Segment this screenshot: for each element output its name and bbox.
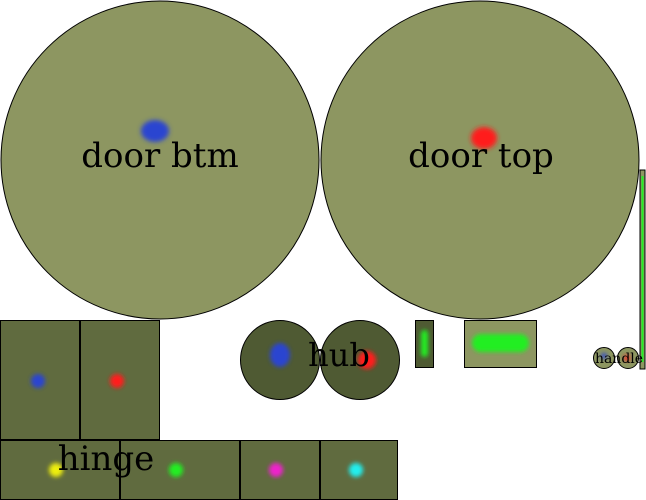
- hinge-lower-tile-3: [240, 440, 320, 500]
- red-marker: [358, 351, 376, 369]
- door-top-label: door top: [408, 136, 554, 176]
- handle-right-knob: [617, 347, 639, 369]
- green-strip-marker: [641, 176, 644, 362]
- small-vertical-tile: [415, 320, 434, 368]
- door-btm-panel: door btm: [0, 0, 320, 320]
- hinge-upper-left-tile: [0, 320, 80, 440]
- hinge-lower-tile-2: [120, 440, 240, 500]
- green-marker: [421, 330, 428, 357]
- red-marker: [110, 374, 124, 388]
- green-marker: [169, 463, 183, 477]
- horizontal-tile: [464, 320, 537, 368]
- blue-marker: [31, 374, 45, 388]
- door-btm-label: door btm: [81, 136, 238, 176]
- handle-strip: [639, 169, 646, 370]
- red-marker: [471, 127, 497, 149]
- hinge-lower-tile-1: [0, 440, 120, 500]
- hub-left-disc: [240, 320, 320, 400]
- blue-marker: [270, 343, 290, 367]
- magenta-marker: [269, 463, 283, 477]
- blue-marker: [141, 120, 169, 142]
- blue-marker: [601, 353, 607, 359]
- door-top-panel: door top: [320, 0, 640, 320]
- red-marker: [624, 355, 630, 361]
- cyan-marker: [349, 463, 363, 477]
- handle-left-knob: [593, 347, 615, 369]
- green-marker: [472, 334, 529, 352]
- hub-label: hub: [308, 336, 370, 374]
- hinge-lower-tile-4: [320, 440, 398, 500]
- hinge-upper-right-tile: [80, 320, 160, 440]
- handle-label: handle: [595, 351, 643, 367]
- hinge-label: hinge: [58, 439, 155, 479]
- hub-right-disc: [320, 320, 400, 400]
- yellow-marker: [49, 463, 63, 477]
